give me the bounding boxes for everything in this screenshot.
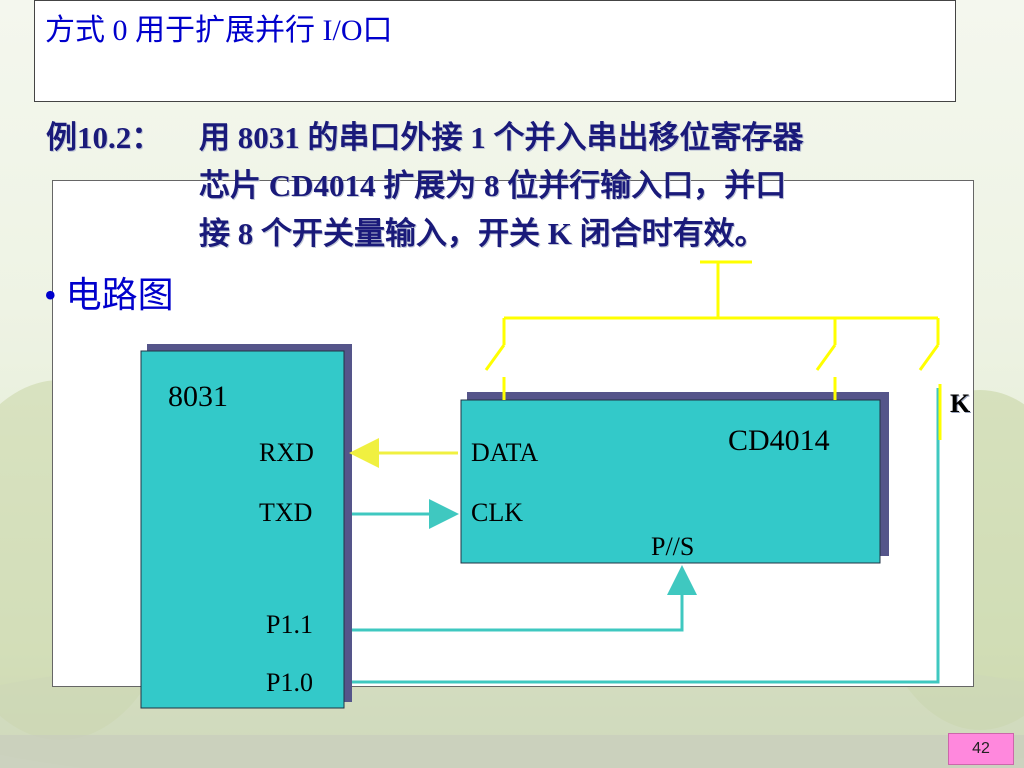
title-box: 方式 0 用于扩展并行 I/O口 [34, 0, 956, 102]
switch-k-label: K [950, 389, 971, 418]
pin-txd: TXD [259, 498, 313, 527]
pin-data: DATA [471, 438, 539, 467]
parallel-serial-line [352, 565, 697, 632]
switch-bus [484, 260, 942, 440]
register-name: CD4014 [728, 424, 830, 457]
page-number: 42 [948, 733, 1014, 765]
pin-parallel-serial: P//S [651, 532, 695, 561]
mcu-name: 8031 [168, 380, 228, 413]
example-label: 例10.2： [46, 120, 163, 155]
mcu-chip [140, 350, 345, 709]
pin-clk: CLK [471, 498, 523, 527]
pin-rxd: RXD [259, 438, 314, 467]
example-line-3: 接 8 个开关量输入，开关 K 闭合时有效。 [199, 216, 766, 251]
bullet-circuit-diagram: • 电路图 [44, 275, 174, 315]
register-chip [460, 399, 881, 564]
switch-line [352, 388, 940, 684]
slide-title: 方式 0 用于扩展并行 I/O口 [45, 14, 393, 47]
pin-p1-0: P1.0 [266, 668, 313, 697]
example-line-2: 芯片 CD4014 扩展为 8 位并行输入口，并口 [199, 168, 787, 203]
example-line-1: 用 8031 的串口外接 1 个并入串出移位寄存器 [199, 120, 804, 155]
pin-p1-1: P1.1 [266, 610, 313, 639]
